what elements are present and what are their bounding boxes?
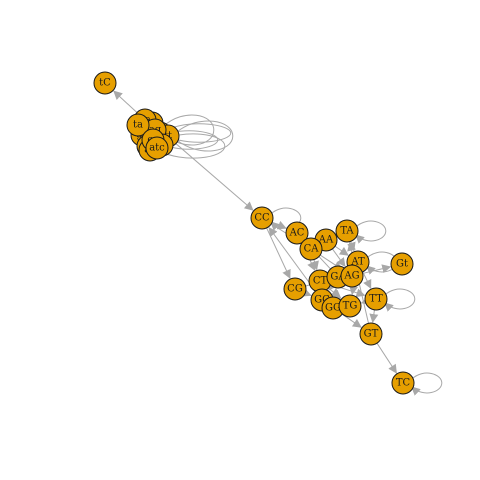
node-label: GC	[314, 295, 330, 306]
node-CC: CC	[250, 206, 274, 230]
node-label: AT	[350, 257, 365, 268]
node-circle	[335, 219, 359, 243]
self-loop-cl7	[163, 114, 215, 146]
node-tC: tC	[93, 71, 117, 95]
edge-AT-TT	[362, 271, 372, 290]
node-circle	[250, 206, 274, 230]
edge-TT-GT	[369, 309, 379, 324]
self-loop-cl11	[161, 130, 219, 150]
edge-GT-TC	[376, 342, 397, 374]
node-TC: TC	[391, 371, 415, 395]
node-GT: GT	[359, 322, 383, 346]
node-label: TA	[340, 226, 354, 237]
self-loop-CC	[270, 207, 302, 231]
self-loop-cl4	[156, 133, 226, 159]
node-TA: TA	[335, 219, 359, 243]
node-circle	[145, 136, 169, 160]
node-label: TG	[343, 301, 358, 312]
node-label: CG	[287, 284, 303, 295]
edge-GC-CC	[268, 226, 316, 292]
edge-CA-CT	[310, 259, 319, 271]
node-label: tC	[99, 78, 111, 89]
edge-AA-AG	[332, 248, 346, 268]
node-cl12: atc	[145, 136, 169, 160]
edge-GA-GC	[328, 280, 338, 291]
node-label: GG	[325, 303, 341, 314]
node-circle	[359, 322, 383, 346]
node-label: CT	[313, 276, 328, 287]
self-loop-TC	[411, 372, 443, 396]
node-CA: CA	[299, 237, 323, 261]
node-circle	[285, 221, 309, 245]
node-label: AG	[343, 271, 359, 282]
edge-cl6-tC	[113, 90, 138, 113]
node-label: CA	[304, 244, 320, 255]
self-loop-TT	[384, 288, 416, 312]
node-label: Gt	[396, 259, 408, 270]
node-CG: CG	[283, 277, 307, 301]
node-AC: AC	[285, 221, 309, 245]
node-label: atc	[149, 143, 165, 154]
self-loops-layer	[156, 114, 443, 396]
self-loop-cl3	[168, 123, 232, 143]
edge-GG-GA	[330, 287, 340, 298]
node-Gt: Gt	[390, 252, 414, 276]
node-label: TT	[369, 294, 383, 305]
node-TG: TG	[338, 294, 362, 318]
node-circle	[283, 277, 307, 301]
node-label: AC	[289, 228, 305, 239]
self-loop-cl5	[176, 120, 234, 152]
node-circle	[340, 264, 364, 288]
node-label: TC	[396, 378, 411, 389]
self-loop-TA	[355, 220, 387, 244]
node-circle	[126, 113, 150, 137]
edge-AA-AT	[334, 245, 349, 256]
node-circle	[391, 371, 415, 395]
edge-CG-GC	[301, 288, 312, 297]
node-label: GA	[330, 272, 346, 283]
node-TT: TT	[364, 287, 388, 311]
node-label: AA	[318, 235, 334, 246]
node-circle	[338, 294, 362, 318]
node-circle	[299, 237, 323, 261]
nodes-layer: tCatgctcgtttcaagactaaaccatcCCACTAAACAATG…	[93, 71, 415, 395]
node-cl9: ta	[126, 113, 150, 137]
node-circle	[390, 252, 414, 276]
node-label: GT	[364, 329, 379, 340]
node-label: ta	[133, 120, 143, 131]
node-circle	[93, 71, 117, 95]
node-circle	[364, 287, 388, 311]
node-AG: AG	[340, 264, 364, 288]
node-label: CC	[254, 213, 270, 224]
